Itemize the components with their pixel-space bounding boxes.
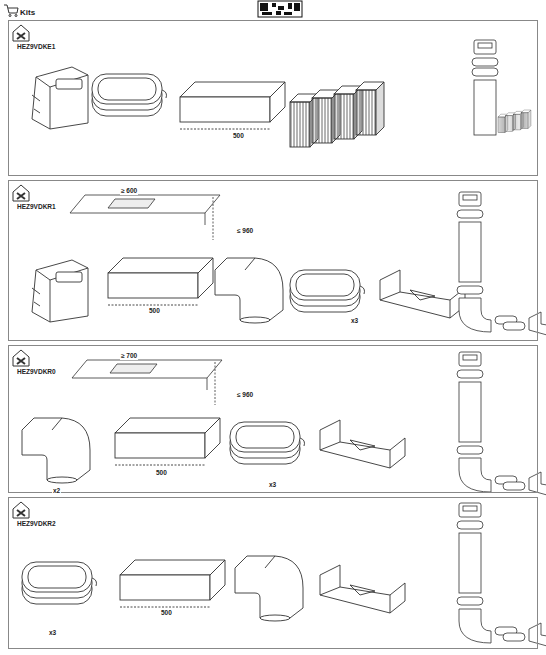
dimension-label: ≥ 700 [120, 353, 138, 360]
kit-panel: HEZ9VDKR0 [8, 345, 538, 493]
kit-code: HEZ9VDKR0 [17, 368, 56, 375]
dimension-label: x3 [350, 318, 359, 325]
dimension-label: 500 [155, 470, 168, 477]
dimension-label: x3 [268, 482, 277, 489]
dimension-label: x2 [52, 488, 61, 495]
dimension-label: ≥ 600 [120, 188, 138, 195]
dimension-label: 500 [232, 133, 245, 140]
kit-panel: HEZ9VDKR2 [8, 497, 538, 649]
dimension-label: 500 [160, 610, 173, 617]
dimension-label: 500 [148, 308, 161, 315]
kit-code: HEZ9VDKR2 [17, 520, 56, 527]
dimension-label: ≤ 960 [236, 392, 254, 399]
kit-panel: HEZ9VDKE1 [8, 20, 538, 176]
cart-icon [4, 5, 18, 17]
kit-code: HEZ9VDKR1 [17, 203, 56, 210]
dimension-label: ≤ 960 [236, 228, 254, 235]
dimension-label: x3 [48, 630, 57, 637]
qr-code [258, 1, 302, 17]
page-title: Kits [20, 8, 35, 17]
kit-code: HEZ9VDKE1 [17, 43, 55, 50]
kit-panel: HEZ9VDKR1 [8, 180, 538, 341]
